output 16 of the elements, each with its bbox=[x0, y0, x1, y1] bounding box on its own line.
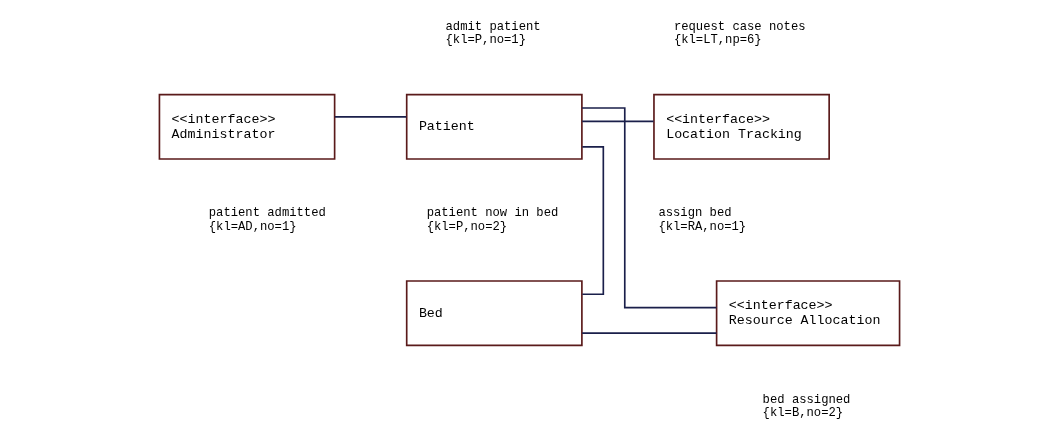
node-box: <<interface>> Administrator bbox=[158, 93, 336, 160]
connector bbox=[334, 116, 408, 118]
node-box: <<interface>> Location Tracking bbox=[653, 93, 830, 160]
label: patient now in bed {kl=P,no=2} bbox=[426, 206, 559, 234]
connector bbox=[581, 332, 718, 334]
label: admit patient {kl=P,no=1} bbox=[445, 20, 541, 48]
label: assign bed {kl=RA,no=1} bbox=[658, 206, 747, 234]
label: request case notes {kl=LT,np=6} bbox=[673, 20, 806, 48]
connector bbox=[581, 120, 655, 123]
node-box: <<interface>> Resource Allocation bbox=[715, 280, 901, 347]
label: bed assigned {kl=B,no=2} bbox=[762, 392, 851, 421]
connector bbox=[581, 107, 718, 309]
node-box: Patient bbox=[405, 93, 583, 160]
connector bbox=[581, 146, 605, 296]
node-box: Bed bbox=[405, 280, 583, 347]
label: patient admitted {kl=AD,no=1} bbox=[208, 206, 326, 234]
